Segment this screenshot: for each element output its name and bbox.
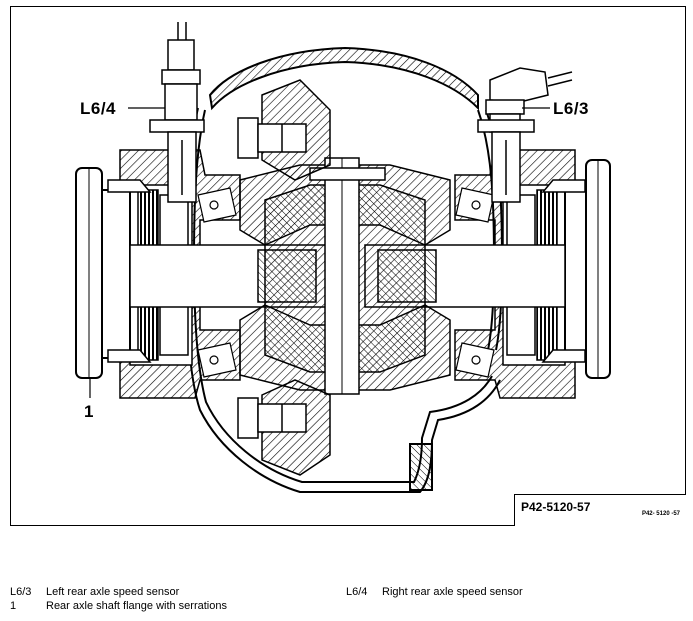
right-axle-flange	[564, 159, 611, 379]
legend-text: Right rear axle speed sensor	[382, 586, 523, 598]
legend-text: Rear axle shaft flange with serrations	[46, 600, 227, 612]
callout-left-sensor: L6/4	[80, 99, 117, 118]
left-axle-flange	[75, 167, 131, 379]
legend-item: L6/3 Left rear axle speed sensor	[10, 586, 179, 598]
legend-item: 1 Rear axle shaft flange with serrations	[10, 600, 227, 612]
reference-box: P42-5120-57 P42- 5120 -57	[514, 494, 686, 526]
tapered-roller-bearings	[197, 187, 495, 378]
right-speed-sensor	[477, 67, 573, 203]
callout-flange: 1	[84, 402, 94, 421]
ring-gear-bolts	[237, 117, 307, 439]
legend-text: Left rear axle speed sensor	[46, 586, 180, 598]
figure-frame	[10, 6, 686, 526]
legend-item: L6/4 Right rear axle speed sensor	[346, 586, 523, 598]
reference-code: P42-5120-57	[521, 500, 591, 514]
seal-rings	[107, 179, 586, 363]
legend-key: L6/3	[10, 586, 32, 598]
legend-key: L6/4	[346, 586, 368, 598]
left-speed-sensor	[149, 22, 205, 203]
reference-code-small: P42- 5120 -57	[641, 511, 680, 517]
cross-pin	[309, 157, 386, 395]
leader-lines	[89, 107, 550, 398]
legend-key: 1	[10, 600, 17, 612]
callout-right-sensor: L6/3	[553, 99, 590, 118]
